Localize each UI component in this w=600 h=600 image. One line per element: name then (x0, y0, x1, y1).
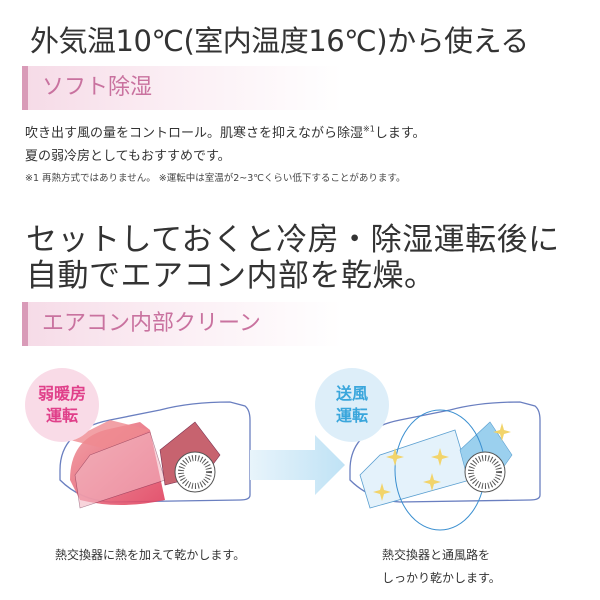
arrow-right-icon (250, 435, 345, 495)
body-text-end: します。 (374, 126, 426, 141)
body-text: 吹き出す風の量をコントロール。肌寒さを抑えながら除湿 (25, 126, 364, 141)
aircon-fan-illustration (349, 401, 541, 531)
caption-step1: 熱交換器に熱を加えて乾かします。 (55, 548, 246, 562)
caption-step2-line2: しっかり乾かします。 (382, 571, 501, 585)
illustration (59, 401, 541, 531)
headline: 外気温10℃(室内温度16℃)から使える (30, 24, 529, 58)
badge-fan-mode: 送風 運転 (315, 368, 389, 442)
footnote-mark: ※1 (363, 124, 375, 134)
sparkle-icons (373, 423, 511, 501)
body-text-line1: 吹き出す風の量をコントロール。肌寒さを抑えながら除湿※1します。 (25, 122, 426, 141)
heading2-line1: セットしておくと冷房・除湿運転後に (26, 222, 560, 258)
body-text-line2: 夏の弱冷房としてもおすすめです。 (25, 149, 231, 164)
section-label-internal-clean: エアコン内部クリーン (22, 302, 342, 346)
footnote: ※1 再熱方式ではありません。 ※運転中は室温が2~3℃くらい低下することがあり… (25, 173, 406, 184)
aircon-heating-illustration (59, 401, 251, 509)
badge-weak-heating: 弱暖房 運転 (25, 368, 99, 442)
heading2-line2: 自動でエアコン内部を乾燥。 (26, 258, 436, 294)
caption-step2-line1: 熱交換器と通風路を (382, 548, 491, 562)
section-label-soft-dehumidify: ソフト除湿 (22, 66, 342, 110)
